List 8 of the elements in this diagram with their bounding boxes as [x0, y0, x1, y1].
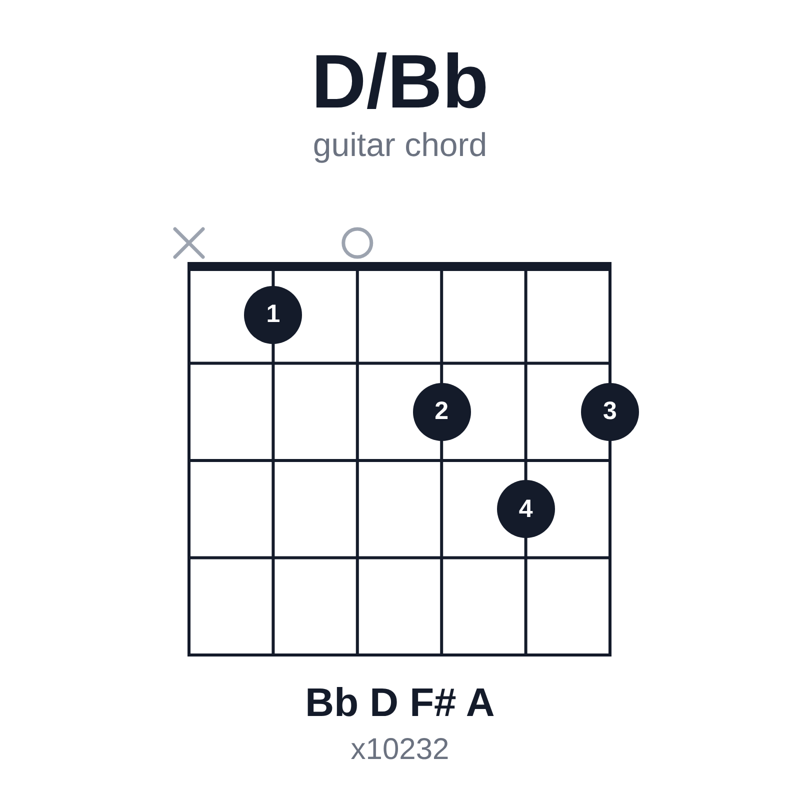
fingering-code: x10232 — [350, 732, 450, 768]
finger-dot: 3 — [581, 382, 639, 441]
chord-title: D/Bb — [311, 38, 489, 126]
finger-dot: 1 — [244, 286, 302, 344]
chord-subtitle: guitar chord — [312, 126, 488, 164]
finger-dot: 2 — [412, 382, 471, 441]
chord-notes: Bb D F# A — [305, 680, 495, 726]
finger-dot: 4 — [496, 480, 555, 538]
